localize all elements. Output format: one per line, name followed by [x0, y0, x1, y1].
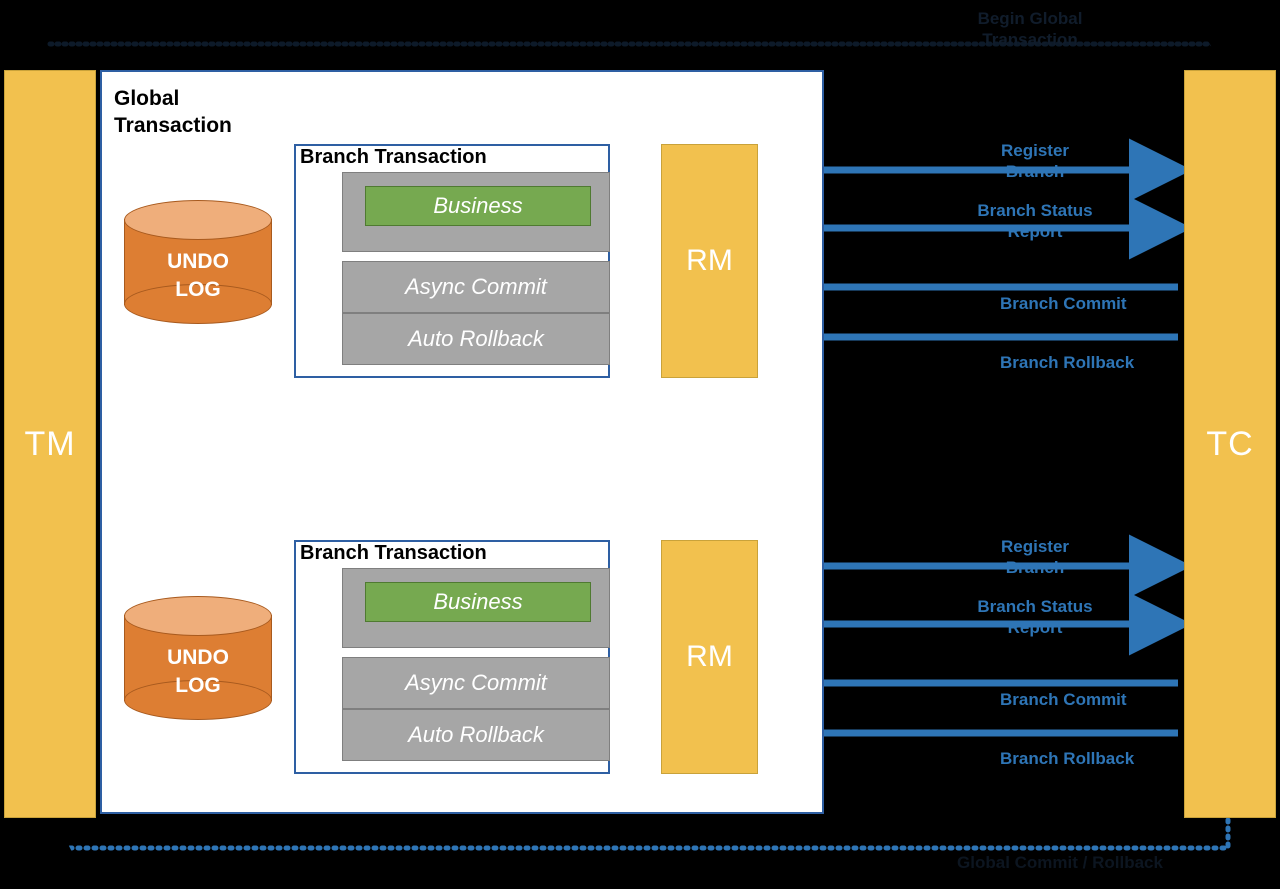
- global-transaction-title: Global Transaction: [114, 87, 232, 137]
- branch2-rm-label: RM: [686, 640, 733, 673]
- branch2-auto-rollback-block[interactable]: Auto Rollback: [342, 709, 610, 761]
- branch1-rm-bar[interactable]: RM: [661, 144, 758, 378]
- branch1-async-commit-block[interactable]: Async Commit: [342, 261, 610, 313]
- msg-b1-branch-commit: Branch Commit: [1000, 294, 1127, 313]
- branch2-business-label: Business: [433, 589, 523, 614]
- branch2-auto-rollback-label: Auto Rollback: [408, 722, 544, 747]
- branch2-rm-bar[interactable]: RM: [661, 540, 758, 774]
- msg-begin-global-transaction: Begin Global Transaction: [977, 9, 1083, 50]
- msg-b1-branch-rollback: Branch Rollback: [1000, 353, 1135, 372]
- branch1-rm-label: RM: [686, 244, 733, 277]
- branch1-async-commit-label: Async Commit: [405, 274, 547, 299]
- branch1-undo-log: UNDO LOG: [124, 200, 272, 324]
- branch2-async-commit-block[interactable]: Async Commit: [342, 657, 610, 709]
- actor-tm-label: TM: [24, 424, 76, 463]
- actor-tm[interactable]: TM: [4, 70, 96, 818]
- branch2-async-commit-label: Async Commit: [405, 670, 547, 695]
- msg-b2-register-branch: Register Branch: [1000, 537, 1070, 578]
- msg-b2-branch-rollback: Branch Rollback: [1000, 749, 1135, 768]
- branch1-auto-rollback-label: Auto Rollback: [408, 326, 544, 351]
- msg-b1-branch-status-report: Branch Status Report: [977, 201, 1093, 242]
- branch-transaction-title-1: Branch Transaction: [300, 146, 487, 168]
- branch1-auto-rollback-block[interactable]: Auto Rollback: [342, 313, 610, 365]
- branch1-business-block[interactable]: Business: [365, 186, 591, 226]
- branch2-undo-log-label: UNDO LOG: [167, 646, 229, 698]
- branch2-undo-log: UNDO LOG: [124, 596, 272, 720]
- actor-tc[interactable]: TC: [1184, 70, 1276, 818]
- actor-tc-label: TC: [1206, 424, 1254, 463]
- branch1-undo-log-label: UNDO LOG: [167, 250, 229, 302]
- msg-global-commit-rollback: Global Commit / Rollback: [957, 853, 1163, 872]
- msg-b2-branch-commit: Branch Commit: [1000, 690, 1127, 709]
- branch2-business-block[interactable]: Business: [365, 582, 591, 622]
- msg-b2-branch-status-report: Branch Status Report: [977, 597, 1093, 638]
- branch1-business-label: Business: [433, 193, 523, 218]
- branch-transaction-title-2: Branch Transaction: [300, 542, 487, 564]
- msg-b1-register-branch: Register Branch: [1000, 141, 1070, 182]
